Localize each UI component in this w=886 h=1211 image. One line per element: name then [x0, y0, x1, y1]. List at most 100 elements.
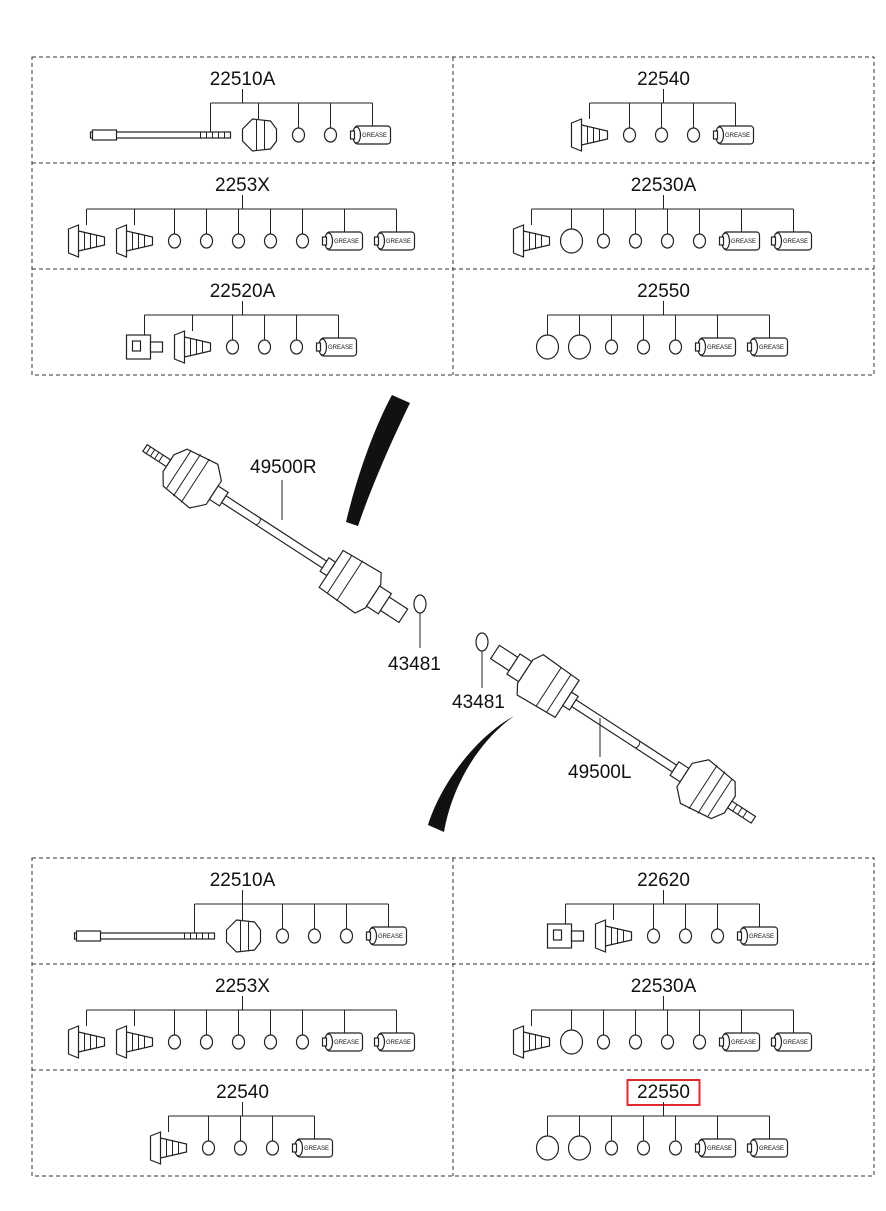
part-ring [265, 1140, 280, 1156]
part-cup: GREASE [718, 1032, 761, 1052]
part-ring [596, 233, 611, 249]
part-cup: GREASE [321, 1032, 364, 1052]
part-ring [225, 339, 240, 355]
grease-text: GREASE [707, 345, 732, 351]
arrow-bottom [428, 716, 514, 832]
part-ring [678, 928, 693, 944]
grease-text: GREASE [334, 1040, 359, 1046]
part-ring [201, 1140, 216, 1156]
kit-label: 2253X [215, 175, 270, 196]
part-ring [535, 334, 560, 360]
part-ring [295, 233, 310, 249]
kit-label: 22510A [210, 870, 276, 891]
part-ring [295, 1034, 310, 1050]
part-shaft [89, 129, 232, 141]
part-gear [225, 919, 262, 953]
part-ring [628, 1034, 643, 1050]
part-cup: GREASE [365, 926, 408, 946]
grease-text: GREASE [386, 239, 411, 245]
part-ring [660, 1034, 675, 1050]
grease-text: GREASE [731, 1040, 756, 1046]
part-ring [622, 127, 637, 143]
arrow-top [346, 395, 410, 526]
part-ring [596, 1034, 611, 1050]
part-cup: GREASE [315, 337, 358, 357]
kit-cell: 22510A GREASE [89, 69, 392, 152]
grease-text: GREASE [731, 239, 756, 245]
part-ring [654, 127, 669, 143]
part-boot [115, 224, 154, 258]
part-cup: GREASE [694, 1138, 737, 1158]
part-ring [660, 233, 675, 249]
kit-label: 22510A [210, 69, 276, 90]
part-ring [323, 127, 338, 143]
part-ring [231, 233, 246, 249]
part-ring [263, 1034, 278, 1050]
part-ring [636, 1140, 651, 1156]
grease-text: GREASE [304, 1146, 329, 1152]
part-cup: GREASE [291, 1138, 334, 1158]
kit-cell: 22530A GREASE GREASE [512, 976, 813, 1059]
part-boot [570, 118, 609, 152]
shaft-right-label: 49500R [250, 457, 317, 478]
part-cup: GREASE [718, 231, 761, 251]
part-ring [628, 233, 643, 249]
part-ring [646, 928, 661, 944]
drive-shaft-left: 43481 49500L [452, 632, 757, 824]
part-ring [263, 233, 278, 249]
part-ring [692, 1034, 707, 1050]
part-ring [668, 1140, 683, 1156]
part-cup: GREASE [373, 231, 416, 251]
part-boot [512, 224, 551, 258]
part-boot [115, 1025, 154, 1059]
part-ring [307, 928, 322, 944]
part-ring [291, 127, 306, 143]
grease-text: GREASE [707, 1146, 732, 1152]
part-cup: GREASE [694, 337, 737, 357]
kit-label: 22540 [216, 1082, 269, 1103]
part-ring [604, 1140, 619, 1156]
kit-label: 22520A [210, 281, 276, 302]
grease-text: GREASE [328, 345, 353, 351]
part-ring [567, 1135, 592, 1161]
drive-shaft-right: 49500R 43481 [141, 443, 441, 675]
clip-right [413, 594, 427, 614]
grease-text: GREASE [725, 133, 750, 139]
grease-text: GREASE [759, 1146, 784, 1152]
kit-label: 22620 [637, 870, 690, 891]
part-ring [636, 339, 651, 355]
grease-text: GREASE [783, 1040, 808, 1046]
part-ring [559, 228, 584, 254]
clip-left-label: 43481 [452, 692, 505, 713]
part-shaft [73, 930, 216, 942]
part-boot [173, 330, 212, 364]
part-ring [199, 1034, 214, 1050]
grease-text: GREASE [386, 1040, 411, 1046]
clip-left [475, 632, 489, 652]
part-ring [668, 339, 683, 355]
part-joint [546, 923, 585, 949]
part-ring [231, 1034, 246, 1050]
part-cup: GREASE [770, 1032, 813, 1052]
part-ring [604, 339, 619, 355]
part-ring [339, 928, 354, 944]
kit-label: 22530A [631, 976, 697, 997]
part-cup: GREASE [712, 125, 755, 145]
kit-cell: 22520A GREASE [125, 281, 358, 364]
part-gear [241, 118, 278, 152]
center-assembly: 49500R 43481 [141, 395, 757, 832]
grease-text: GREASE [759, 345, 784, 351]
kit-label: 22530A [631, 175, 697, 196]
part-cup: GREASE [373, 1032, 416, 1052]
grease-text: GREASE [749, 934, 774, 940]
bottom-kit-grid [31, 857, 875, 1177]
part-joint [125, 334, 164, 360]
top-kit-grid [31, 56, 875, 376]
grease-text: GREASE [362, 133, 387, 139]
clip-right-label: 43481 [388, 654, 441, 675]
part-boot [512, 1025, 551, 1059]
